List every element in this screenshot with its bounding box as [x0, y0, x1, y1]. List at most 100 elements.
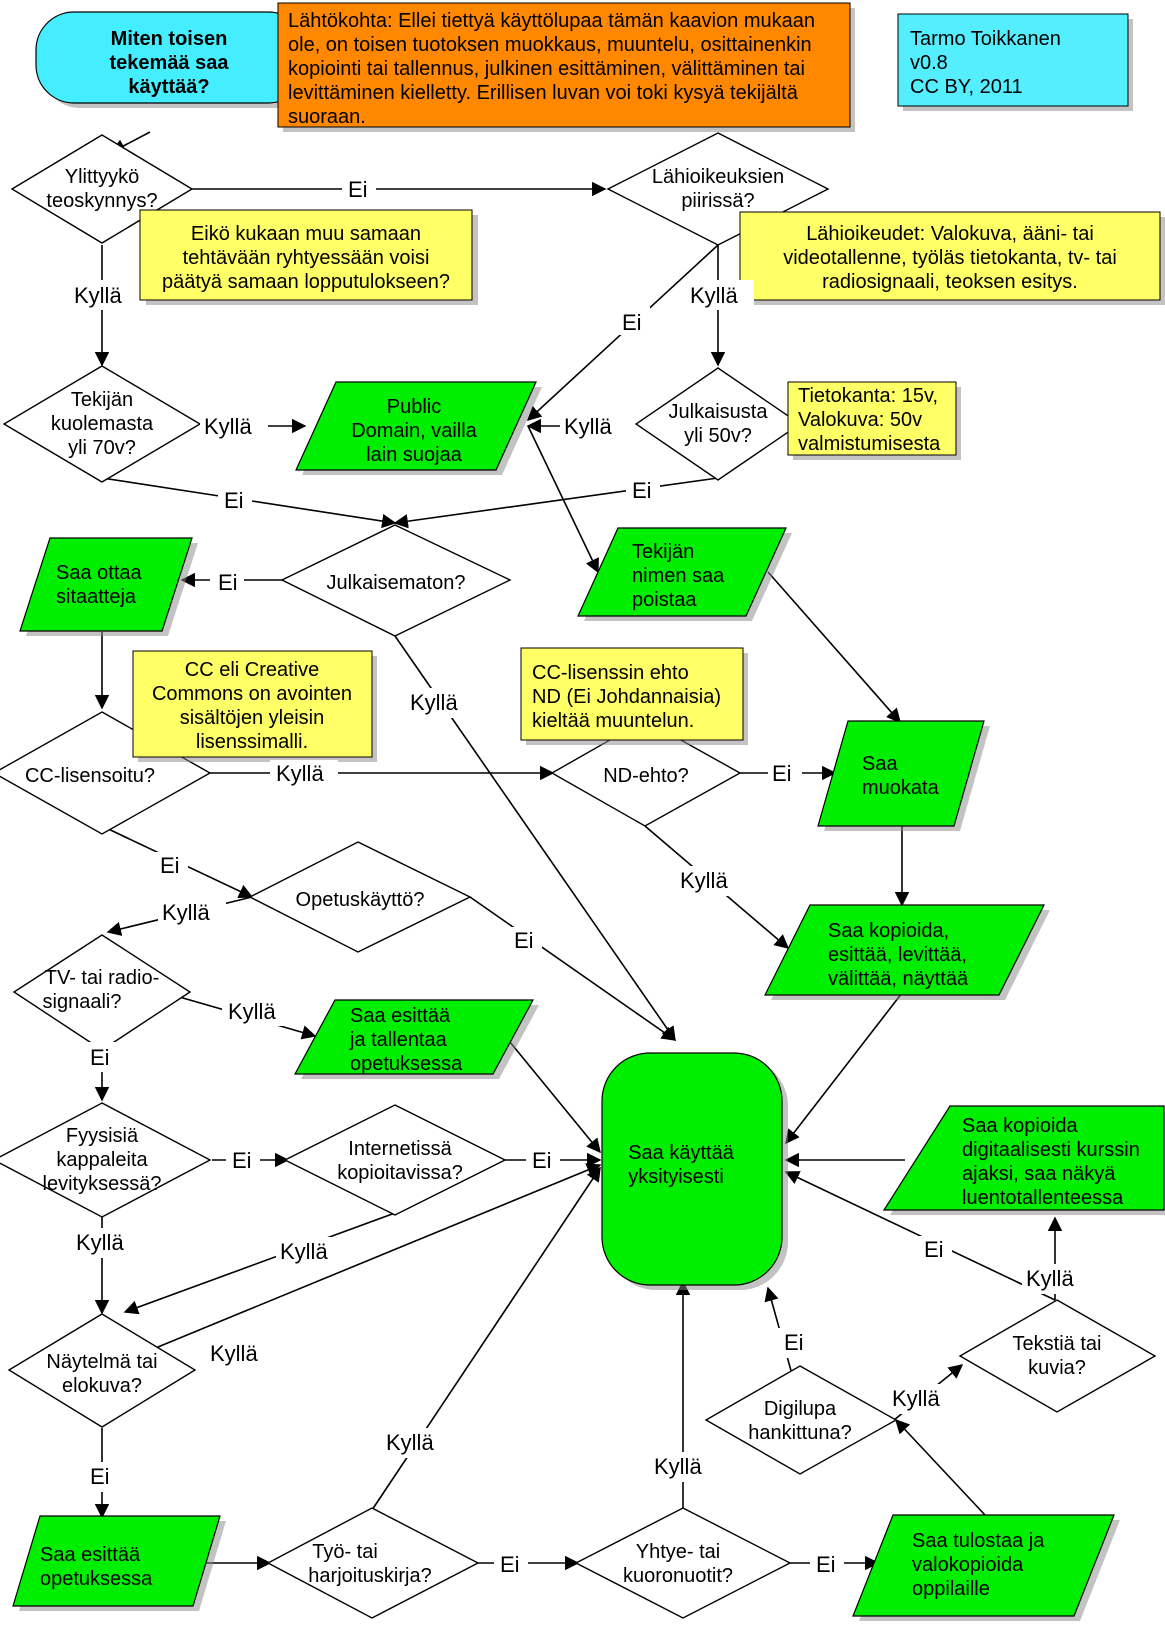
- decision-published-50: Julkaisusta yli 50v?: [634, 367, 802, 481]
- label-playfilm-no: Ei: [90, 1464, 110, 1489]
- svg-text:yksityisesti: yksityisesti: [628, 1166, 724, 1188]
- svg-text:digitaalisesti kurssin: digitaalisesti kurssin: [962, 1139, 1140, 1161]
- label-teaching-yes: Kyllä: [162, 900, 210, 925]
- label-death70-no: Ei: [224, 488, 244, 513]
- decision-teaching: Opetuskäyttö?: [248, 841, 472, 953]
- label-digilupa-no: Ei: [784, 1330, 804, 1355]
- svg-text:kappaleita: kappaleita: [56, 1149, 148, 1171]
- author-version: v0.8: [910, 52, 948, 74]
- svg-text:opetuksessa: opetuksessa: [40, 1568, 153, 1590]
- svg-text:yli 50v?: yli 50v?: [684, 425, 752, 447]
- svg-text:Työ- tai: Työ- tai: [312, 1541, 378, 1563]
- svg-text:harjoituskirja?: harjoituskirja?: [308, 1565, 431, 1587]
- svg-text:Saa kopioida: Saa kopioida: [962, 1115, 1079, 1137]
- decision-unpublished: Julkaisematon?: [280, 524, 512, 637]
- label-related-yes: Kyllä: [690, 283, 738, 308]
- svg-text:Saa esittää: Saa esittää: [40, 1544, 141, 1566]
- svg-text:Fyysisiä: Fyysisiä: [66, 1125, 139, 1147]
- result-private-use: Saa käyttää yksityisesti: [601, 1052, 788, 1290]
- intro-line-4: levittäminen kielletty. Erillisen luvan …: [288, 82, 799, 104]
- svg-text:sisältöjen yleisin: sisältöjen yleisin: [180, 707, 325, 729]
- svg-text:ND (Ei Johdannaisia): ND (Ei Johdannaisia): [532, 686, 721, 708]
- svg-text:Ylittyykö: Ylittyykö: [65, 166, 139, 188]
- svg-text:muokata: muokata: [862, 777, 940, 799]
- intro-line-1: Lähtökohta: Ellei tiettyä käyttölupaa tä…: [288, 10, 815, 32]
- result-quotes: Saa ottaa sitaatteja: [19, 537, 198, 636]
- note-originality: Eikö kukaan muu samaan tehtävään ryhtyes…: [139, 209, 478, 305]
- svg-text:Saa ottaa: Saa ottaa: [56, 562, 143, 584]
- svg-text:Opetuskäyttö?: Opetuskäyttö?: [296, 889, 425, 911]
- label-text-no: Ei: [924, 1237, 944, 1262]
- result-public-domain: Public Domain, vailla lain suojaa: [295, 381, 542, 475]
- svg-text:poistaa: poistaa: [632, 589, 697, 611]
- label-physical-yes: Kyllä: [76, 1230, 124, 1255]
- svg-text:Commons on avointen: Commons on avointen: [152, 683, 352, 705]
- svg-text:ND-ehto?: ND-ehto?: [603, 765, 689, 787]
- svg-text:tehtävään ryhtyessään voisi: tehtävään ryhtyessään voisi: [183, 247, 430, 269]
- author-note: Tarmo Toikkanen v0.8 CC BY, 2011: [897, 13, 1133, 111]
- label-text-yes: Kyllä: [1026, 1266, 1074, 1291]
- svg-text:kuoronuotit?: kuoronuotit?: [623, 1565, 733, 1587]
- svg-text:Internetissä: Internetissä: [348, 1138, 452, 1160]
- svg-text:CC-lisensoitu?: CC-lisensoitu?: [25, 765, 155, 787]
- label-nd-yes: Kyllä: [680, 868, 728, 893]
- intro-line-2: ole, on toisen tuotoksen muokkaus, muunt…: [288, 34, 812, 56]
- svg-text:kuolemasta: kuolemasta: [51, 413, 154, 435]
- label-published50-yes: Kyllä: [564, 414, 612, 439]
- svg-text:Eikö kukaan muu samaan: Eikö kukaan muu samaan: [191, 223, 421, 245]
- svg-text:valmistumisesta: valmistumisesta: [798, 433, 941, 455]
- edge-labels: Ei Kyllä Ei Kyllä Kyllä Kyllä Ei Ei Ei K…: [68, 174, 1090, 1580]
- svg-text:nimen saa: nimen saa: [632, 565, 725, 587]
- intro-line-5: suoraan.: [288, 106, 366, 128]
- svg-text:Saa käyttää: Saa käyttää: [628, 1142, 735, 1164]
- svg-text:kuvia?: kuvia?: [1028, 1357, 1086, 1379]
- svg-text:Lähioikeuksien: Lähioikeuksien: [652, 166, 784, 188]
- label-threshold-yes: Kyllä: [74, 283, 122, 308]
- svg-text:radiosignaali, teoksen esitys.: radiosignaali, teoksen esitys.: [822, 271, 1078, 293]
- label-unpublished-yes: Kyllä: [410, 690, 458, 715]
- decision-play-film: Näytelmä tai elokuva?: [7, 1313, 197, 1428]
- note-related-rights: Lähioikeudet: Valokuva, ääni- tai videot…: [739, 211, 1165, 305]
- label-nd-no: Ei: [772, 761, 792, 786]
- svg-text:Saa tulostaa ja: Saa tulostaa ja: [912, 1530, 1045, 1552]
- svg-text:ajaksi, saa näkyä: ajaksi, saa näkyä: [962, 1163, 1116, 1185]
- label-unpublished-no: Ei: [218, 570, 238, 595]
- label-cc-no: Ei: [160, 853, 180, 878]
- intro-line-3: kopiointi tai tallennus, julkinen esittä…: [288, 58, 805, 80]
- svg-text:kopioitavissa?: kopioitavissa?: [337, 1162, 463, 1184]
- label-workbook-yes: Kyllä: [386, 1430, 434, 1455]
- svg-text:TV- tai radio-: TV- tai radio-: [45, 967, 159, 989]
- svg-text:valokopioida: valokopioida: [912, 1554, 1024, 1576]
- result-modify: Saa muokata: [817, 720, 990, 831]
- svg-text:Lähioikeudet: Valokuva, ääni-: Lähioikeudet: Valokuva, ääni- tai: [806, 223, 1094, 245]
- label-teaching-no: Ei: [514, 928, 534, 953]
- decision-physical: Fyysisiä kappaleita levityksessä?: [0, 1102, 212, 1218]
- svg-text:levityksessä?: levityksessä?: [43, 1173, 162, 1195]
- label-choir-no: Ei: [816, 1552, 836, 1577]
- start-terminal: Miten toisen tekemää saa käyttää?: [35, 11, 312, 108]
- label-tv-no: Ei: [90, 1045, 110, 1070]
- svg-text:Saa: Saa: [862, 753, 898, 775]
- label-tv-yes: Kyllä: [228, 999, 276, 1024]
- label-related-no: Ei: [622, 310, 642, 335]
- svg-text:Digilupa: Digilupa: [764, 1398, 837, 1420]
- svg-text:ja tallentaa: ja tallentaa: [349, 1029, 448, 1051]
- svg-text:sitaatteja: sitaatteja: [56, 586, 137, 608]
- result-show-teaching: Saa esittää opetuksessa: [12, 1515, 226, 1611]
- start-line-3: käyttää?: [128, 76, 209, 98]
- svg-text:teoskynnys?: teoskynnys?: [46, 190, 157, 212]
- svg-text:Saa esittää: Saa esittää: [350, 1005, 451, 1027]
- svg-text:Tekijän: Tekijän: [632, 541, 694, 563]
- result-copy-show: Saa kopioida, esittää, levittää, välittä…: [764, 904, 1050, 1000]
- svg-text:CC-lisenssin ehto: CC-lisenssin ehto: [532, 662, 689, 684]
- label-digilupa-yes: Kyllä: [892, 1386, 940, 1411]
- label-internet-yes: Kyllä: [280, 1239, 328, 1264]
- svg-text:Julkaisematon?: Julkaisematon?: [327, 572, 466, 594]
- svg-text:Näytelmä tai: Näytelmä tai: [46, 1351, 157, 1373]
- svg-text:yli 70v?: yli 70v?: [68, 437, 136, 459]
- label-published50-no: Ei: [632, 478, 652, 503]
- start-line-1: Miten toisen: [111, 28, 228, 50]
- decision-nd: ND-ehto?: [550, 719, 742, 827]
- decision-workbook: Työ- tai harjoituskirja?: [266, 1507, 480, 1619]
